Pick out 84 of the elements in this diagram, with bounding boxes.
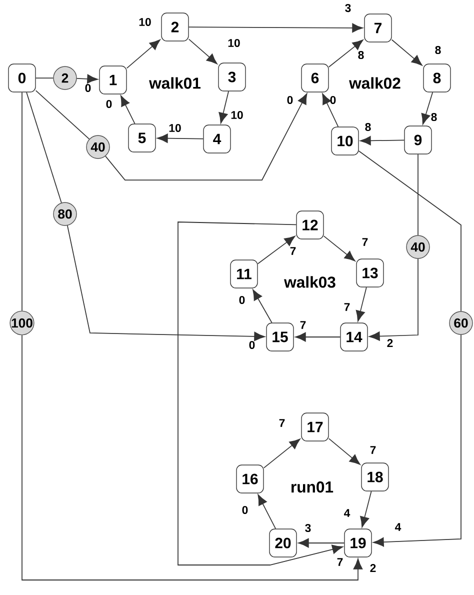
edge-label: 0 bbox=[85, 84, 91, 92]
connector-line bbox=[358, 150, 462, 312]
arrow bbox=[263, 438, 300, 468]
edge-label: 0 bbox=[330, 96, 336, 104]
node-box: 10 bbox=[331, 126, 359, 156]
arrow bbox=[67, 225, 265, 342]
arrow bbox=[356, 286, 367, 322]
edge-label: 7 bbox=[362, 238, 368, 246]
group-label: walk01 bbox=[149, 77, 200, 89]
node-box: 20 bbox=[269, 528, 297, 558]
node-box: 14 bbox=[340, 322, 368, 352]
edge-label: 3 bbox=[305, 524, 311, 532]
arrow bbox=[328, 40, 364, 68]
edge-label: 3 bbox=[345, 4, 351, 12]
edge-label: 7 bbox=[300, 321, 306, 329]
edge-label: 10 bbox=[231, 110, 243, 120]
arrow bbox=[76, 74, 98, 84]
node-box: 2 bbox=[161, 12, 189, 42]
arrow bbox=[323, 236, 356, 262]
arrow bbox=[369, 258, 418, 341]
edge-label: 2 bbox=[370, 564, 376, 572]
arrow bbox=[328, 438, 360, 465]
edge-label: 7 bbox=[370, 446, 376, 454]
arrow bbox=[322, 93, 339, 128]
edge-label: 8 bbox=[358, 50, 364, 60]
edge-label: 7 bbox=[337, 558, 343, 566]
node-box: 19 bbox=[344, 528, 372, 558]
arrow bbox=[373, 334, 462, 547]
arrow bbox=[218, 90, 229, 124]
node-box: 8 bbox=[423, 64, 451, 92]
arrow bbox=[360, 490, 372, 528]
arrow bbox=[22, 334, 363, 580]
group-label: walk02 bbox=[349, 77, 400, 89]
node-box: 15 bbox=[266, 322, 294, 352]
edge-label: 4 bbox=[344, 509, 350, 517]
group-label: run01 bbox=[292, 481, 334, 493]
edge-label: 8 bbox=[431, 112, 437, 122]
edge-label: 0 bbox=[239, 296, 245, 304]
arrow bbox=[188, 38, 218, 64]
edge-label: 10 bbox=[228, 38, 240, 48]
arrow bbox=[188, 23, 363, 32]
node-box: 6 bbox=[301, 64, 329, 92]
arrow bbox=[105, 93, 308, 180]
node-box: 17 bbox=[301, 412, 329, 442]
edge-label: 8 bbox=[365, 122, 371, 132]
edge-label: 8 bbox=[435, 46, 441, 54]
node-box: 7 bbox=[364, 14, 392, 42]
edge-label: 4 bbox=[395, 523, 402, 531]
node-box: 4 bbox=[203, 124, 231, 154]
node-box: 0 bbox=[8, 64, 36, 92]
node-box: 11 bbox=[230, 260, 258, 288]
edge-label: 0 bbox=[249, 340, 255, 350]
arrow bbox=[360, 136, 405, 146]
node-box: 16 bbox=[236, 464, 264, 494]
node-box: 13 bbox=[356, 258, 384, 288]
arrow bbox=[257, 236, 296, 264]
arrow bbox=[298, 538, 345, 548]
arrow bbox=[421, 92, 434, 125]
arrow bbox=[120, 95, 136, 124]
node-box: 1 bbox=[99, 66, 127, 94]
node-box: 18 bbox=[361, 462, 389, 492]
connector-line bbox=[26, 92, 62, 204]
node-box: 5 bbox=[128, 124, 156, 152]
arrow bbox=[252, 289, 272, 324]
edge-label: 10 bbox=[169, 124, 181, 132]
edge-label: 10 bbox=[139, 18, 151, 26]
edge-label: 0 bbox=[242, 506, 248, 514]
edge-label: 7 bbox=[290, 247, 296, 255]
arrow bbox=[178, 222, 343, 566]
edge-label: 7 bbox=[279, 419, 285, 427]
node-box: 9 bbox=[404, 126, 432, 154]
node-box: 3 bbox=[218, 62, 246, 92]
arrow bbox=[258, 494, 276, 530]
edge-label: 2 bbox=[387, 339, 393, 347]
edge-label: 0 bbox=[106, 100, 112, 108]
arrow bbox=[157, 134, 204, 143]
edge-label: 7 bbox=[344, 303, 350, 311]
arrow bbox=[126, 39, 160, 69]
connector-line bbox=[35, 90, 90, 140]
group-label: walk03 bbox=[284, 276, 336, 288]
edge-label: 0 bbox=[287, 96, 293, 104]
arrow bbox=[295, 332, 341, 342]
arrow bbox=[391, 39, 422, 66]
node-box: 12 bbox=[296, 210, 324, 240]
